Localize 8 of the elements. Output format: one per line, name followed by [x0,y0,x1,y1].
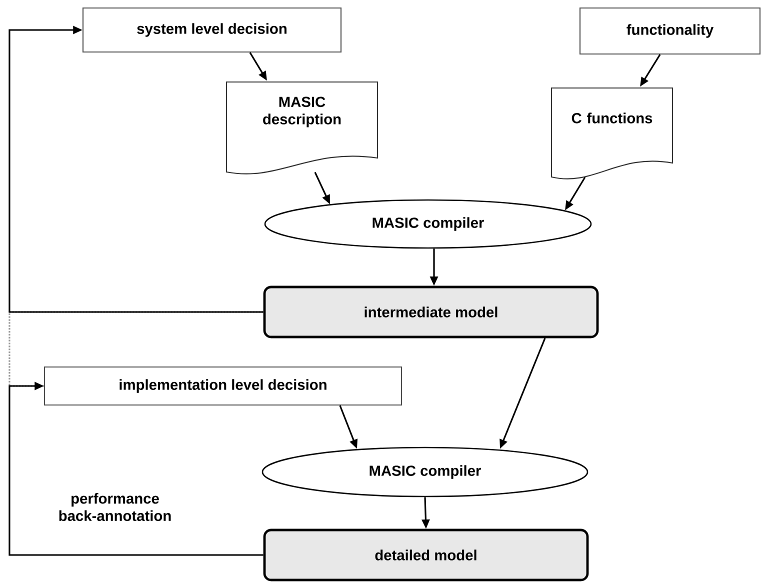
process-box: implementation level decision [44,366,402,406]
edge-label: performance back-annotation [59,492,171,522]
arrow [8,382,264,556]
process-box: system level decision [82,7,342,53]
process-box: functionality [579,7,761,55]
model-box: detailed model [263,528,589,582]
arrow [8,26,264,313]
model-box: intermediate model [263,286,599,338]
